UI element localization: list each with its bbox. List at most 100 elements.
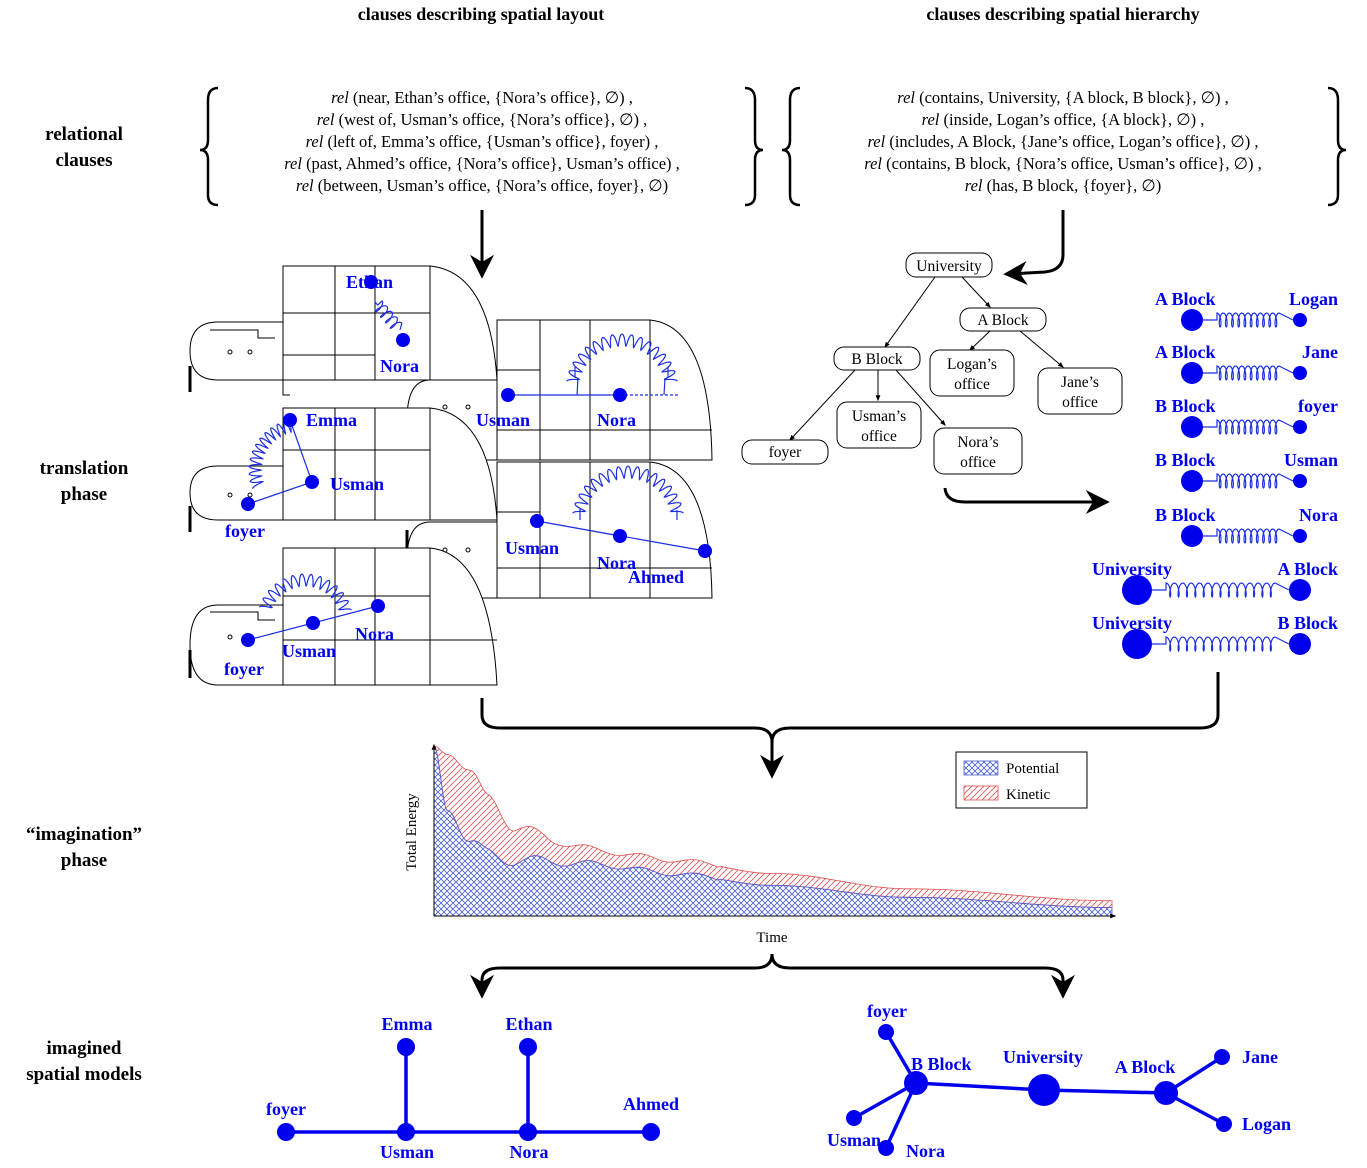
node-jane [1214,1049,1230,1065]
label-ahmed: Ahmed [628,567,684,587]
dot [698,544,712,558]
spring-emma-foyer-arc [248,419,293,489]
legend-potential: Potential [1006,761,1059,777]
dot [613,388,627,402]
spring-right-node [1293,529,1307,543]
tree-nodes [741,252,1123,475]
spring-usman-nora-arc [566,333,678,382]
label-nora: Nora [380,356,419,376]
spring-right-label: foyer [1298,396,1338,416]
merge-brace [480,672,1220,743]
hierarchy-model: foyer B Block University A Block Jane Lo… [827,1001,1291,1161]
tree-node-university: University [916,258,982,275]
clause-line: rel (has, B block, {foyer}, ∅) [965,176,1161,195]
node-university [1028,1074,1060,1106]
spring-right-node [1289,633,1311,655]
label-usman: Usman [476,410,530,430]
node-foyer [878,1024,894,1040]
connector-line [574,367,669,396]
label-university: University [1003,1047,1083,1067]
spring-left-node [1181,416,1203,438]
tree-node-jane: Jane’s [1061,374,1099,391]
energy-chart: Time Total Energy Potential Kinetic [404,743,1117,946]
dot [396,333,410,347]
row-label-line: spatial models [26,1064,142,1085]
label-ahmed: Ahmed [623,1094,679,1114]
left-brace [781,86,801,207]
row-label-line: “imagination” [26,824,142,845]
spring-left-label: A Block [1155,342,1216,362]
dot [241,633,255,647]
header-layout: clauses describing spatial layout [358,4,605,24]
spring-right-node [1293,420,1307,434]
label-nora: Nora [597,553,636,573]
spring-coil [1152,582,1290,599]
tree-node-b-block: B Block [851,351,902,368]
row-label-line: phase [61,484,107,505]
legend-swatch-kinetic [963,785,999,801]
spring-right-node [1289,579,1311,601]
right-brace [744,86,764,207]
spring-row: B Block Nora [1155,505,1338,547]
spring-right-label: Nora [1299,505,1338,525]
label-ethan: Ethan [505,1014,552,1034]
floorplan-5 [188,547,498,686]
right-brace [1327,86,1347,207]
dot [371,599,385,613]
spring-left-label: B Block [1155,505,1216,525]
label-foyer: foyer [224,659,264,679]
spring-coil [1152,636,1290,653]
clause-line: rel (between, Usman’s office, {Nora’s of… [296,176,668,195]
spring-coil [1203,365,1294,381]
floorplan-labels: Ethan Nora Usman Nora Emma Usman foyer U… [224,272,684,679]
dot [306,616,320,630]
row-label-translation: translation phase [40,458,129,505]
spring-left-node [1181,309,1203,331]
dot [501,388,515,402]
floorplan-springs [247,299,706,641]
hierarchy-clauses: rel (contains, University, {A block, B b… [781,86,1347,207]
spring-right-label: A Block [1277,559,1338,579]
label-nora: Nora [906,1141,945,1161]
row-label-line: clauses [56,150,113,171]
arrow-tree-to-springs [943,487,1110,514]
spring-left-node [1181,470,1203,492]
label-nora: Nora [355,624,394,644]
node-usman [846,1110,862,1126]
floorplan-dots [241,275,712,647]
spring-coil [1203,473,1294,489]
tree-node-logan: office [954,376,990,393]
label-ethan: Ethan [346,272,393,292]
label-usman: Usman [330,474,384,494]
node-a-block [1154,1081,1178,1105]
clause-line: rel (contains, B block, {Nora’s office, … [864,154,1261,173]
spring-right-node [1293,313,1307,327]
legend-swatch-potential [963,760,999,776]
floorplan-1 [188,265,498,396]
spring-left-node [1181,362,1203,384]
node-logan [1216,1116,1232,1132]
node-b-block [904,1071,928,1095]
spring-right-node [1293,474,1307,488]
label-foyer: foyer [867,1001,907,1021]
clause-line: rel (inside, Logan’s office, {A block}, … [922,110,1205,129]
clause-line: rel (past, Ahmed’s office, {Nora’s offic… [284,154,680,173]
spring-coil [1203,419,1294,435]
label-a-block: A Block [1115,1057,1176,1077]
label-b-block: B Block [911,1054,972,1074]
layout-clauses: rel (near, Ethan’s office, {Nora’s offic… [199,86,764,207]
spring-left-node [1181,525,1203,547]
node-foyer [277,1123,295,1141]
dot [364,275,378,289]
spring-left-node [1122,575,1152,605]
node-nora [519,1123,537,1141]
spring-left-node [1122,629,1152,659]
spring-left-label: University [1092,613,1172,633]
header-hierarchy: clauses describing spatial hierarchy [926,4,1199,24]
spring-right-node [1293,366,1307,380]
dot [613,529,627,543]
node-usman [397,1123,415,1141]
spring-right-label: B Block [1277,613,1338,633]
